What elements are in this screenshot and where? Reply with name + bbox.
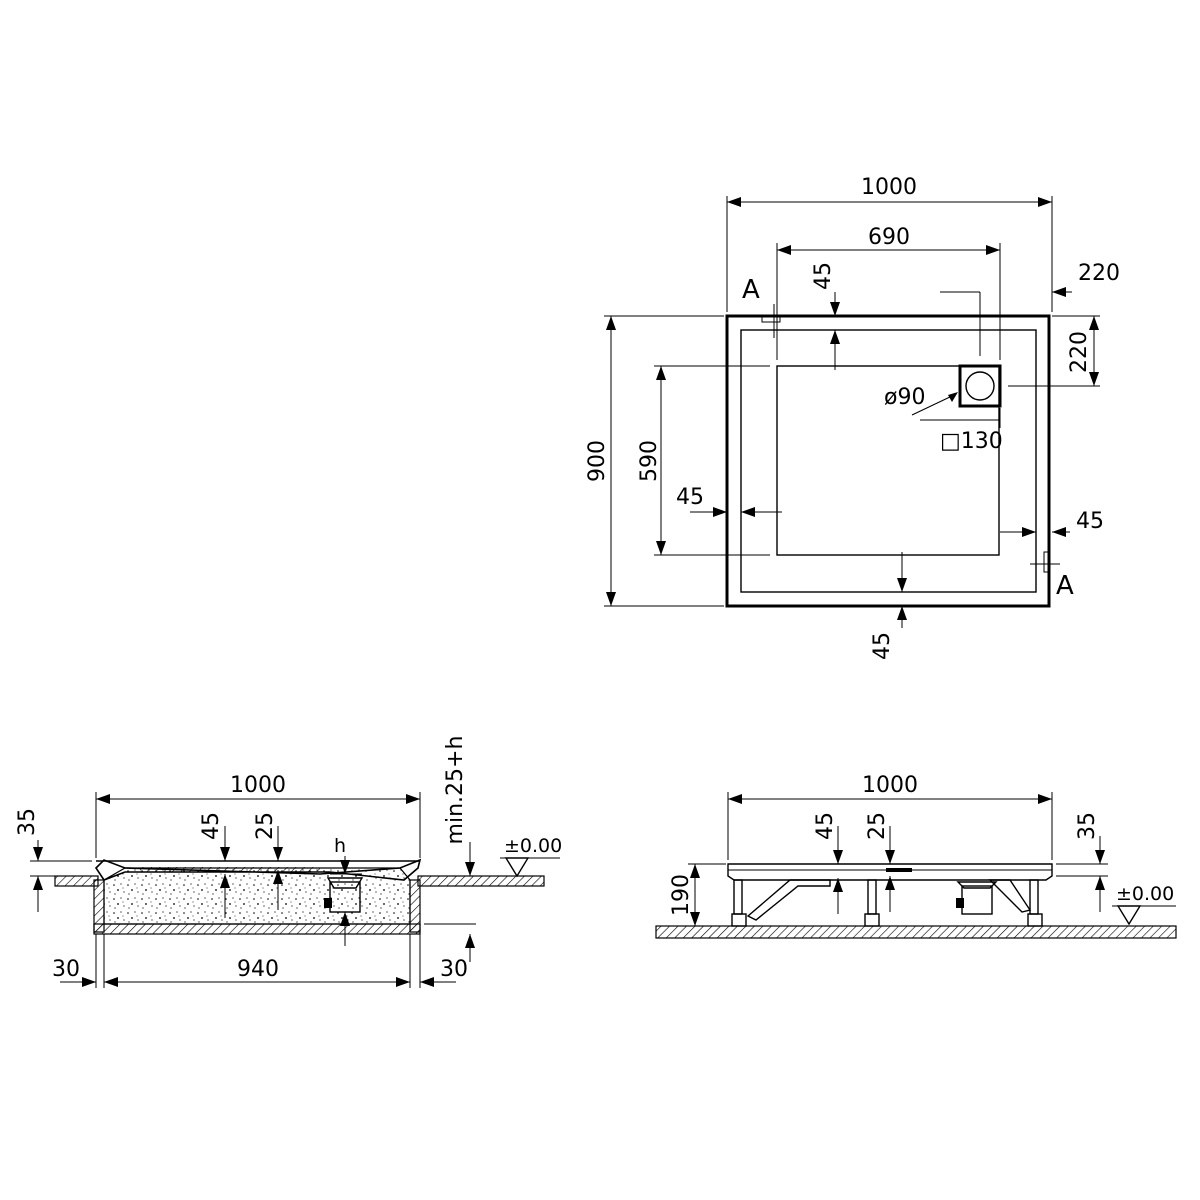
raised-level: ±0.00: [1116, 883, 1174, 905]
recessed-level: ±0.00: [504, 835, 562, 857]
drain-diameter-label: ø90: [884, 385, 925, 410]
tray-rim-inner: [740, 329, 1037, 593]
drain-offset-right: 220: [1078, 261, 1120, 286]
section-mark-bottom: A: [1056, 571, 1074, 601]
recessed-side-left: 30: [52, 957, 80, 982]
recessed-side-right: 30: [440, 957, 468, 982]
right-rim-dim: 45: [1076, 509, 1104, 534]
top-rim-dim: 45: [811, 262, 836, 290]
section-raised: 1000 45 25 190 35 ±0.00: [655, 773, 1177, 939]
raised-rim-height: 35: [1075, 812, 1100, 840]
recessed-width-total: 1000: [230, 773, 286, 798]
bottom-rim-dim: 45: [870, 632, 895, 660]
section-recessed: 1000 35 45 25 h min.25+h: [15, 736, 562, 988]
raised-depth-45: 45: [813, 812, 838, 840]
tray-basin: [776, 365, 1000, 556]
top-height-total: 900: [585, 440, 610, 482]
recessed-rim-height: 35: [15, 808, 40, 836]
raised-width-total: 1000: [862, 773, 918, 798]
recessed-depth-25: 25: [253, 812, 278, 840]
left-rim-dim: 45: [676, 485, 704, 510]
raised-depth-25: 25: [865, 812, 890, 840]
drain-circle: [965, 371, 995, 401]
drain-square: [958, 364, 1002, 408]
raised-total-height: 190: [669, 874, 694, 916]
top-view: 1000 690 45 A 220 220 ø90 □130: [585, 175, 1120, 660]
top-width-inner: 690: [868, 225, 910, 250]
top-width-total: 1000: [861, 175, 917, 200]
recessed-depth-45: 45: [199, 812, 224, 840]
drain-offset-top: 220: [1067, 331, 1092, 373]
top-height-inner: 590: [637, 440, 662, 482]
drain-square-label: □130: [940, 429, 1003, 454]
recessed-width-base: 940: [237, 957, 279, 982]
recessed-min-height: min.25+h: [443, 736, 468, 845]
tray-outline: [725, 314, 1051, 608]
section-mark-top: A: [742, 275, 760, 305]
recessed-h-label: h: [334, 835, 346, 857]
